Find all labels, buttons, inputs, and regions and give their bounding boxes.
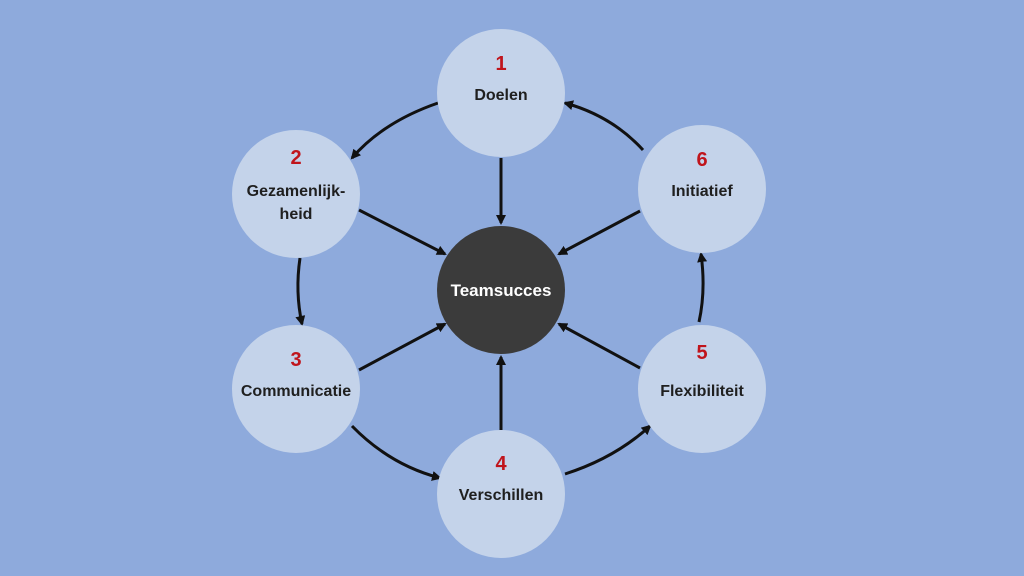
node-flexibiliteit: 5 Flexibiliteit [638,325,766,453]
node-label: Initiatief [671,183,733,200]
node-number: 6 [696,149,707,171]
node-label: Communicatie [241,383,351,400]
node-circle [232,130,360,258]
arrow-verschillen-to-flexibiliteit [564,424,652,476]
node-number: 5 [696,342,707,364]
connectors [295,100,708,481]
node-label: Verschillen [459,487,544,504]
node-doelen: 1 Doelen [437,29,565,157]
node-number: 2 [290,147,301,169]
arrow-flexibiliteit-to-initiatief [697,252,708,323]
center-label: Teamsucces [451,281,552,300]
arrow-gezamenlijkheid-to-center [358,208,447,256]
center-node: Teamsucces [437,226,565,354]
arrow-gezamenlijkheid-to-communicatie [295,257,306,326]
node-circle [437,430,565,558]
node-label: Flexibiliteit [660,383,744,400]
arrow-initiatief-to-center [557,209,641,256]
node-number: 4 [495,453,507,475]
node-number: 1 [495,53,506,75]
node-number: 3 [290,349,301,371]
node-initiatief: 6 Initiatief [638,125,766,253]
center-circle [437,226,565,354]
node-label: Gezamenlijk- [247,183,346,200]
node-circle [232,325,360,453]
nodes: Teamsucces 1 Doelen 2 Gezamenlijk- heid … [232,29,766,558]
node-circle [638,325,766,453]
node-label: Doelen [474,87,527,104]
arrow-initiatief-to-doelen [563,100,645,152]
node-label-line-2: heid [280,206,313,223]
arrow-communicatie-to-verschillen [350,424,442,481]
node-gezamenlijkheid: 2 Gezamenlijk- heid [232,130,360,258]
arrow-doelen-to-gezamenlijkheid [350,101,439,160]
node-communicatie: 3 Communicatie [232,325,360,453]
node-circle [437,29,565,157]
node-circle [638,125,766,253]
arrow-communicatie-to-center [358,322,447,372]
arrow-flexibiliteit-to-center [557,322,641,370]
node-verschillen: 4 Verschillen [437,430,565,558]
